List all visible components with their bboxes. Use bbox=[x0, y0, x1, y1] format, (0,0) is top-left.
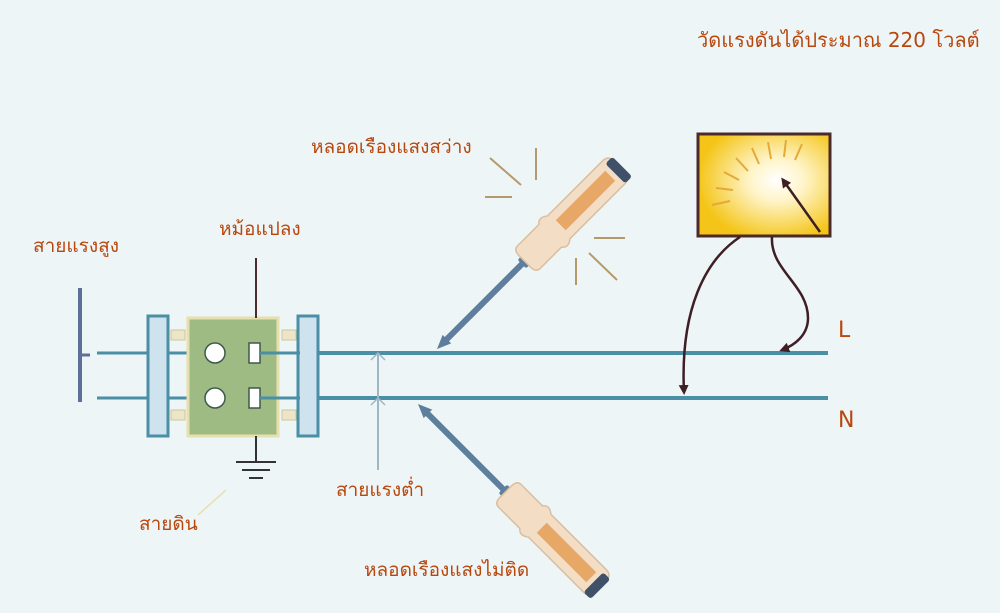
bulb-off-label: หลอดเรืองแสงไม่ติด bbox=[364, 559, 530, 581]
voltmeter-icon bbox=[696, 132, 832, 238]
screwdriver-icon bbox=[418, 404, 610, 598]
screwdriver-icon bbox=[437, 148, 631, 349]
measure-label: วัดแรงดันได้ประมาณ 220 โวลต์ bbox=[697, 28, 980, 52]
ground-label: สายดิน bbox=[139, 513, 198, 535]
right-insulator bbox=[281, 314, 320, 438]
transformer-label: หม้อแปลง bbox=[219, 218, 301, 240]
low-voltage-pointer bbox=[370, 351, 386, 470]
line-l-label: L bbox=[838, 318, 851, 343]
high-voltage-label: สายแรงสูง bbox=[33, 235, 120, 257]
meter-leads bbox=[678, 235, 810, 395]
secondary-wires bbox=[260, 351, 828, 400]
ground-symbol-icon bbox=[197, 436, 276, 516]
left-insulator bbox=[146, 314, 186, 438]
transformer-box bbox=[186, 258, 280, 438]
line-n-label: N bbox=[838, 408, 855, 433]
high-voltage-post bbox=[78, 288, 90, 402]
low-voltage-label: สายแรงต่ำ bbox=[336, 479, 425, 501]
bulb-on-label: หลอดเรืองแสงสว่าง bbox=[311, 136, 472, 158]
